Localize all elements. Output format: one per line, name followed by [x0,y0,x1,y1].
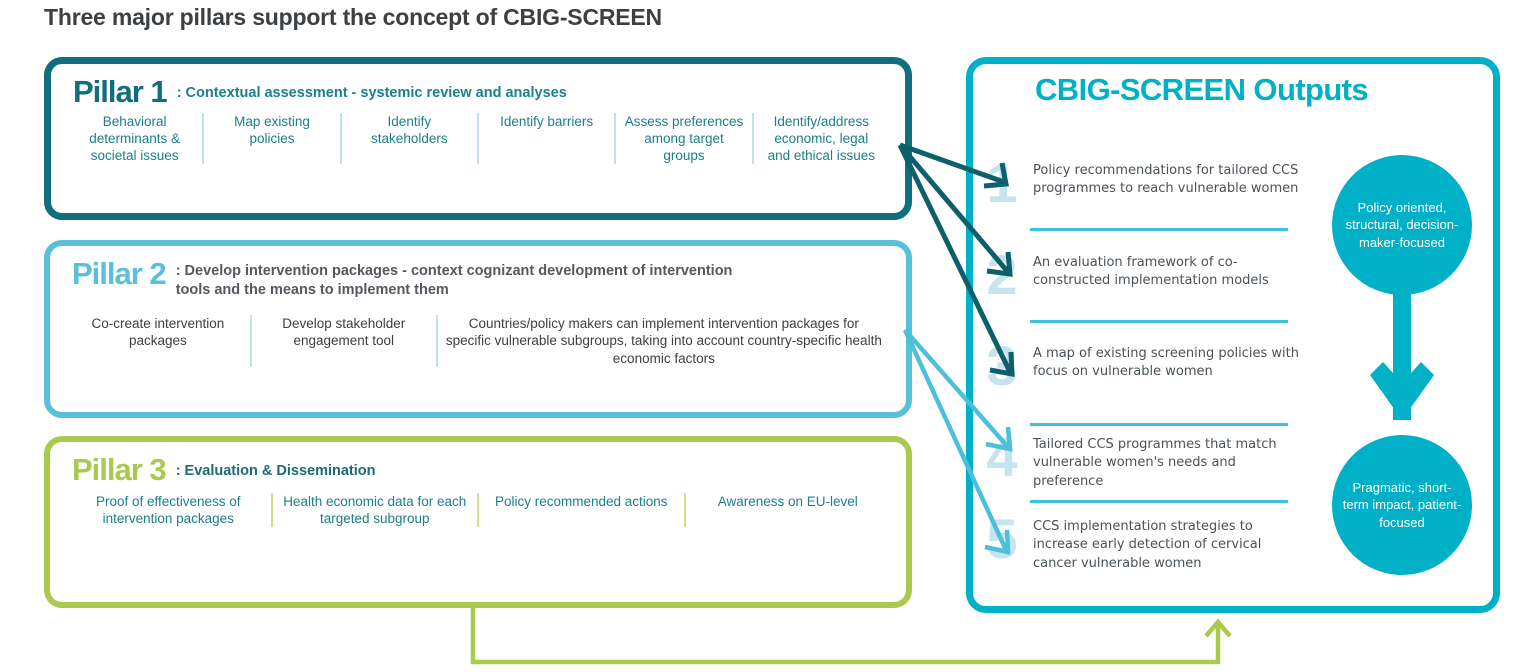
pillar-1-item-4: Identify barriers [476,112,614,165]
pillar-1-item-1: Behavioral determinants & societal issue… [89,113,181,164]
output-number-4: 4 [986,425,1017,488]
pillar-3-subtitle: : Evaluation & Dissemination [175,463,376,479]
pillar-2-subtitle: : Develop intervention packages - contex… [175,263,733,298]
circle-top-label: Policy oriented, structural, decision-ma… [1345,199,1459,250]
pillar-2-item-2: Develop stakeholder engagement tool [249,315,436,367]
output-number-3: 3 [986,334,1017,397]
pillar-3-item-2: Health economic data for each targeted s… [270,492,478,528]
pillar-card-2: Pillar 2 : Develop intervention packages… [44,240,912,418]
pillar-card-1: Pillar 1 : Contextual assessment - syste… [44,57,912,220]
output-number-1: 1 [986,151,1017,214]
pillar-2-name: Pillar 2 [72,256,167,291]
pillar-1-item-2: Map existing policies [202,112,339,165]
pillar-1-item-6: Identify/address economic, legal and eth… [751,112,889,165]
output-item-4: 4 Tailored CCS programmes that match vul… [975,425,1305,491]
pillar-2-header: Pillar 2 : Develop intervention packages… [50,246,906,299]
output-separator-3 [1030,423,1288,426]
pillar-3-item-3: Policy recommended actions [477,492,684,528]
output-text-2: An evaluation framework of co-constructe… [1033,255,1269,289]
output-item-3: 3 A map of existing screening policies w… [975,334,1305,397]
pillar-3-name: Pillar 3 [72,452,167,487]
pillar-1-items: Behavioral determinants & societal issue… [51,112,905,165]
output-number-2: 2 [986,243,1017,306]
outputs-title: CBIG-SCREEN Outputs [1035,72,1369,107]
output-separator-1 [1030,228,1288,231]
pillar-2-item-3: Countries/policy makers can implement in… [435,315,890,367]
pillar-2-item-1: Co-create intervention packages [91,316,225,349]
output-separator-2 [1030,320,1288,323]
pillar-1-header: Pillar 1 : Contextual assessment - syste… [51,64,905,109]
pillar-2-items: Co-create intervention packages Develop … [50,315,906,367]
page-title: Three major pillars support the concept … [44,4,662,30]
outputs-panel [966,57,1500,613]
pillar-3-item-4: Awareness on EU-level [683,492,891,528]
arrow-pillar3-feedback-group [470,608,1232,665]
output-separator-4 [1030,500,1288,503]
circle-pragmatic: Pragmatic, short-term impact, patient-fo… [1332,435,1472,575]
pillar-1-item-5: Assess preferences among target groups [614,112,751,165]
output-number-5: 5 [986,507,1017,570]
pillar-1-item-3: Identify stakeholders [339,112,477,165]
pillar-1-subtitle: : Contextual assessment - systemic revie… [176,85,567,101]
circle-policy-oriented: Policy oriented, structural, decision-ma… [1332,155,1472,295]
arrowhead-p3-feedback-icon [1204,618,1232,638]
pillar-card-3: Pillar 3 : Evaluation & Dissemination Pr… [44,436,912,608]
output-text-4: Tailored CCS programmes that match vulne… [1033,437,1277,489]
output-text-5: CCS implementation strategies to increas… [1033,519,1262,571]
pillar-3-items: Proof of effectiveness of intervention p… [50,492,906,528]
pillar-1-name: Pillar 1 [73,74,168,109]
output-item-2: 2 An evaluation framework of co-construc… [975,243,1305,306]
circle-bottom-label: Pragmatic, short-term impact, patient-fo… [1342,479,1462,530]
output-item-5: 5 CCS implementation strategies to incre… [975,507,1305,573]
pillar-3-item-1: Proof of effectiveness of intervention p… [95,493,241,526]
output-text-3: A map of existing screening policies wit… [1033,346,1300,380]
arrow-p3-feedback-path [470,608,1221,665]
output-item-1: 1 Policy recommendations for tailored CC… [975,151,1305,214]
output-text-1: Policy recommendations for tailored CCS … [1033,163,1299,197]
pillar-3-header: Pillar 3 : Evaluation & Dissemination [50,442,906,487]
